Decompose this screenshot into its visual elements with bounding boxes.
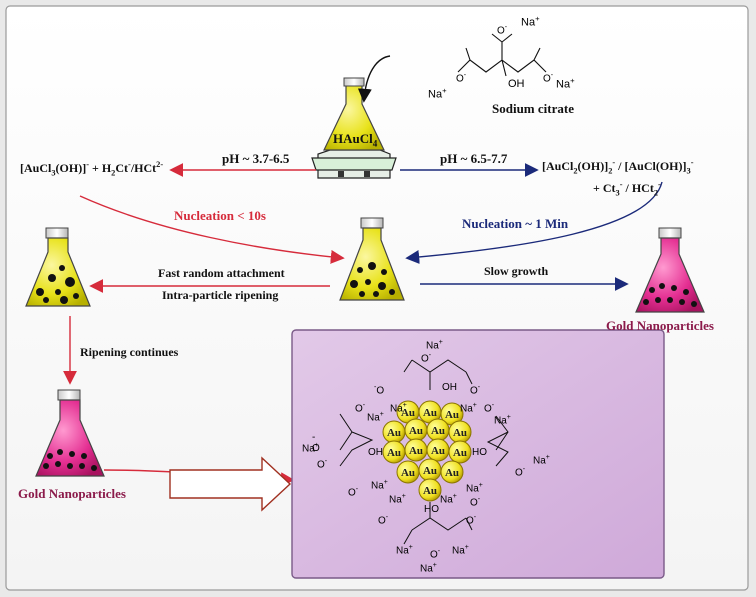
au-atom-label: Au: [453, 427, 467, 439]
np-na-1: Na+: [426, 339, 443, 352]
au-atom: [440, 460, 464, 484]
au-atom-label: Au: [431, 445, 445, 457]
au-atom-label: Au: [409, 425, 423, 437]
np-na-9: Na+: [466, 482, 483, 495]
citrate-o-left: O-: [456, 72, 467, 85]
np-oh-2: OH: [368, 447, 383, 458]
left-species: [AuCl3(OH)]- + H2Ct-/HCt2-: [20, 160, 164, 178]
np-o-1: O-: [421, 352, 432, 365]
np-na-11: Na+: [440, 493, 457, 506]
np-oh-1: OH: [442, 382, 457, 393]
np-na-14: Na+: [420, 562, 437, 575]
flask-right-pink: [635, 227, 705, 313]
np-na-7: Na+: [533, 454, 550, 467]
citrate-o-top: O-: [497, 24, 508, 37]
np-o-7: O-: [317, 458, 328, 471]
right-growth-label: Slow growth: [484, 264, 549, 278]
flask-bottom-left-pink: [35, 389, 105, 477]
au-atom-label: Au: [387, 447, 401, 459]
np-o-4: O-: [355, 402, 366, 415]
au-atom-label: Au: [423, 465, 437, 477]
center-flask-hotplate: [311, 77, 397, 179]
au-atom-label: Au: [445, 409, 459, 421]
au-atom: [418, 478, 442, 502]
left-continues-label: Ripening continues: [80, 345, 179, 359]
citrate-na-right: Na+: [556, 76, 575, 91]
np-na-2: Na+: [390, 402, 407, 415]
flask-left-top: [25, 227, 91, 307]
au-atom-label: Au: [423, 407, 437, 419]
au-atom-label: Au: [453, 447, 467, 459]
np-na-13: Na+: [452, 544, 469, 557]
au-atom-label: Au: [401, 407, 415, 419]
left-attach-label: Fast random attachment: [158, 266, 285, 280]
np-o-12: O-: [466, 514, 477, 527]
right-species-b: + Ct3- / HCt2-: [593, 180, 661, 198]
citrate-na-top: Na+: [521, 14, 540, 29]
right-ph-label: pH ~ 6.5-7.7: [440, 151, 508, 166]
au-atom-label: Au: [409, 445, 423, 457]
np-o-13: O-: [430, 548, 441, 561]
np-na-4: Na+: [367, 411, 384, 424]
right-product-label: Gold Nanoparticles: [606, 318, 714, 333]
np-o-5: O-: [484, 402, 495, 415]
hollow-arrow-left: [169, 456, 292, 512]
citrate-ligands: [339, 359, 509, 545]
np-o-10: O-: [470, 496, 481, 509]
au-atom-label: Au: [387, 427, 401, 439]
np-na-12: Na+: [396, 544, 413, 557]
au-atom-label: Au: [431, 425, 445, 437]
np-o-11: O-: [378, 514, 389, 527]
np-ho-1: HO: [472, 447, 487, 458]
au-atom-label: Au: [401, 467, 415, 479]
au-atom: [448, 440, 472, 464]
nanoparticle-panel: [291, 329, 665, 579]
citrate-skeleton-top: [457, 33, 547, 77]
right-nucleation-label: Nucleation ~ 1 Min: [462, 216, 569, 231]
np-o-9: O-: [348, 486, 359, 499]
left-product-label: Gold Nanoparticles: [18, 486, 126, 501]
np-na-6: Na+: [302, 442, 319, 455]
center-flask-label: HAuCl4: [333, 131, 378, 149]
au-atom-label: Au: [423, 485, 437, 497]
left-ripen-label: Intra-particle ripening: [162, 288, 279, 302]
sodium-citrate-caption: Sodium citrate: [492, 101, 574, 116]
au-atom-label: Au: [445, 467, 459, 479]
np-na-5: Na+: [494, 414, 511, 427]
right-species-a: [AuCl2(OH)]2- / [AuCl(OH)]3-: [542, 158, 694, 176]
citrate-o-right: O-: [543, 72, 554, 85]
np-o-6: -O: [312, 432, 320, 454]
np-na-8: Na+: [371, 479, 388, 492]
citrate-na-left: Na+: [428, 86, 447, 101]
np-ho-2: HO: [424, 504, 439, 515]
left-ph-label: pH ~ 3.7-6.5: [222, 151, 290, 166]
np-na-3: Na+: [460, 402, 477, 415]
np-o-3: O-: [470, 384, 481, 397]
np-o-8: O-: [515, 466, 526, 479]
left-nucleation-label: Nucleation < 10s: [174, 208, 266, 223]
citrate-oh: OH: [508, 78, 525, 90]
flask-center-middle: [339, 217, 405, 301]
np-o-2: -O: [374, 384, 385, 397]
np-na-10: Na+: [389, 493, 406, 506]
